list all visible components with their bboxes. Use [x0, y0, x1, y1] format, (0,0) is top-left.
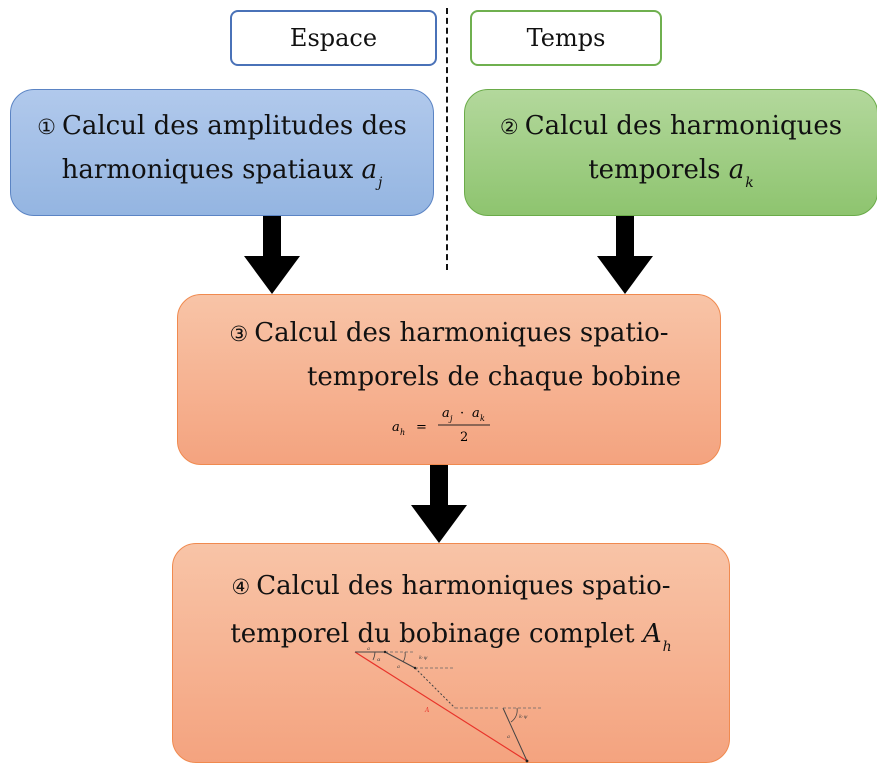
label-Ah: A	[424, 707, 430, 714]
phasor-chain	[414, 667, 456, 709]
space-time-divider	[446, 8, 448, 270]
step-4-number: ④	[231, 575, 251, 599]
phasor-ah-2	[384, 651, 416, 669]
formula-aj: a	[442, 406, 450, 421]
formula-lhs-sub: h	[400, 428, 405, 437]
formula-ak-sub: k	[480, 414, 485, 423]
step-2-number: ②	[499, 115, 519, 139]
phasor-ah-last	[502, 707, 528, 762]
alpha-angle-arc	[372, 651, 376, 661]
step-1-line2: harmoniques spatiaux aj	[61, 155, 383, 191]
space-header: Espace	[230, 10, 437, 66]
step-4-line2: temporel du bobinage complet Ah	[230, 619, 672, 655]
label-ah-3: a	[507, 734, 510, 740]
step-3-number: ③	[229, 322, 249, 346]
arrow-step3-to-step4	[411, 465, 467, 543]
step-1-number: ①	[37, 115, 56, 139]
label-kpsi-2: k·ψ	[519, 714, 528, 720]
phasor-joint-1	[383, 650, 387, 654]
kpsi-angle-arc-2	[510, 707, 518, 723]
phasor-diagram: a α a k·ψ k·ψ a A	[354, 646, 543, 763]
formula-denominator: 2	[460, 430, 468, 445]
formula-ak: a	[472, 406, 480, 421]
label-kpsi-1: k·ψ	[419, 655, 428, 661]
step-3-line2: temporels de chaque bobine	[306, 362, 682, 392]
label-ah-2: a	[397, 664, 400, 670]
label-ah-1: a	[367, 646, 370, 652]
phasor-joint-2	[413, 666, 417, 670]
label-alpha: α	[377, 657, 381, 663]
step-3-formula: a h = a j · a k 2	[392, 406, 490, 445]
formula-equals: =	[416, 420, 427, 435]
time-header: Temps	[470, 10, 662, 66]
arrow-step1-to-step3	[244, 216, 300, 294]
formula-aj-sub: j	[448, 414, 453, 423]
resultant-vector	[354, 651, 528, 762]
formula-dot: ·	[460, 406, 464, 421]
kpsi-angle-arc-1	[402, 651, 406, 663]
phasor-end	[525, 759, 529, 763]
arrow-step2-to-step3	[597, 216, 653, 294]
step-2-line2: temporels ak	[588, 155, 754, 191]
formula-lhs: a	[392, 420, 400, 435]
